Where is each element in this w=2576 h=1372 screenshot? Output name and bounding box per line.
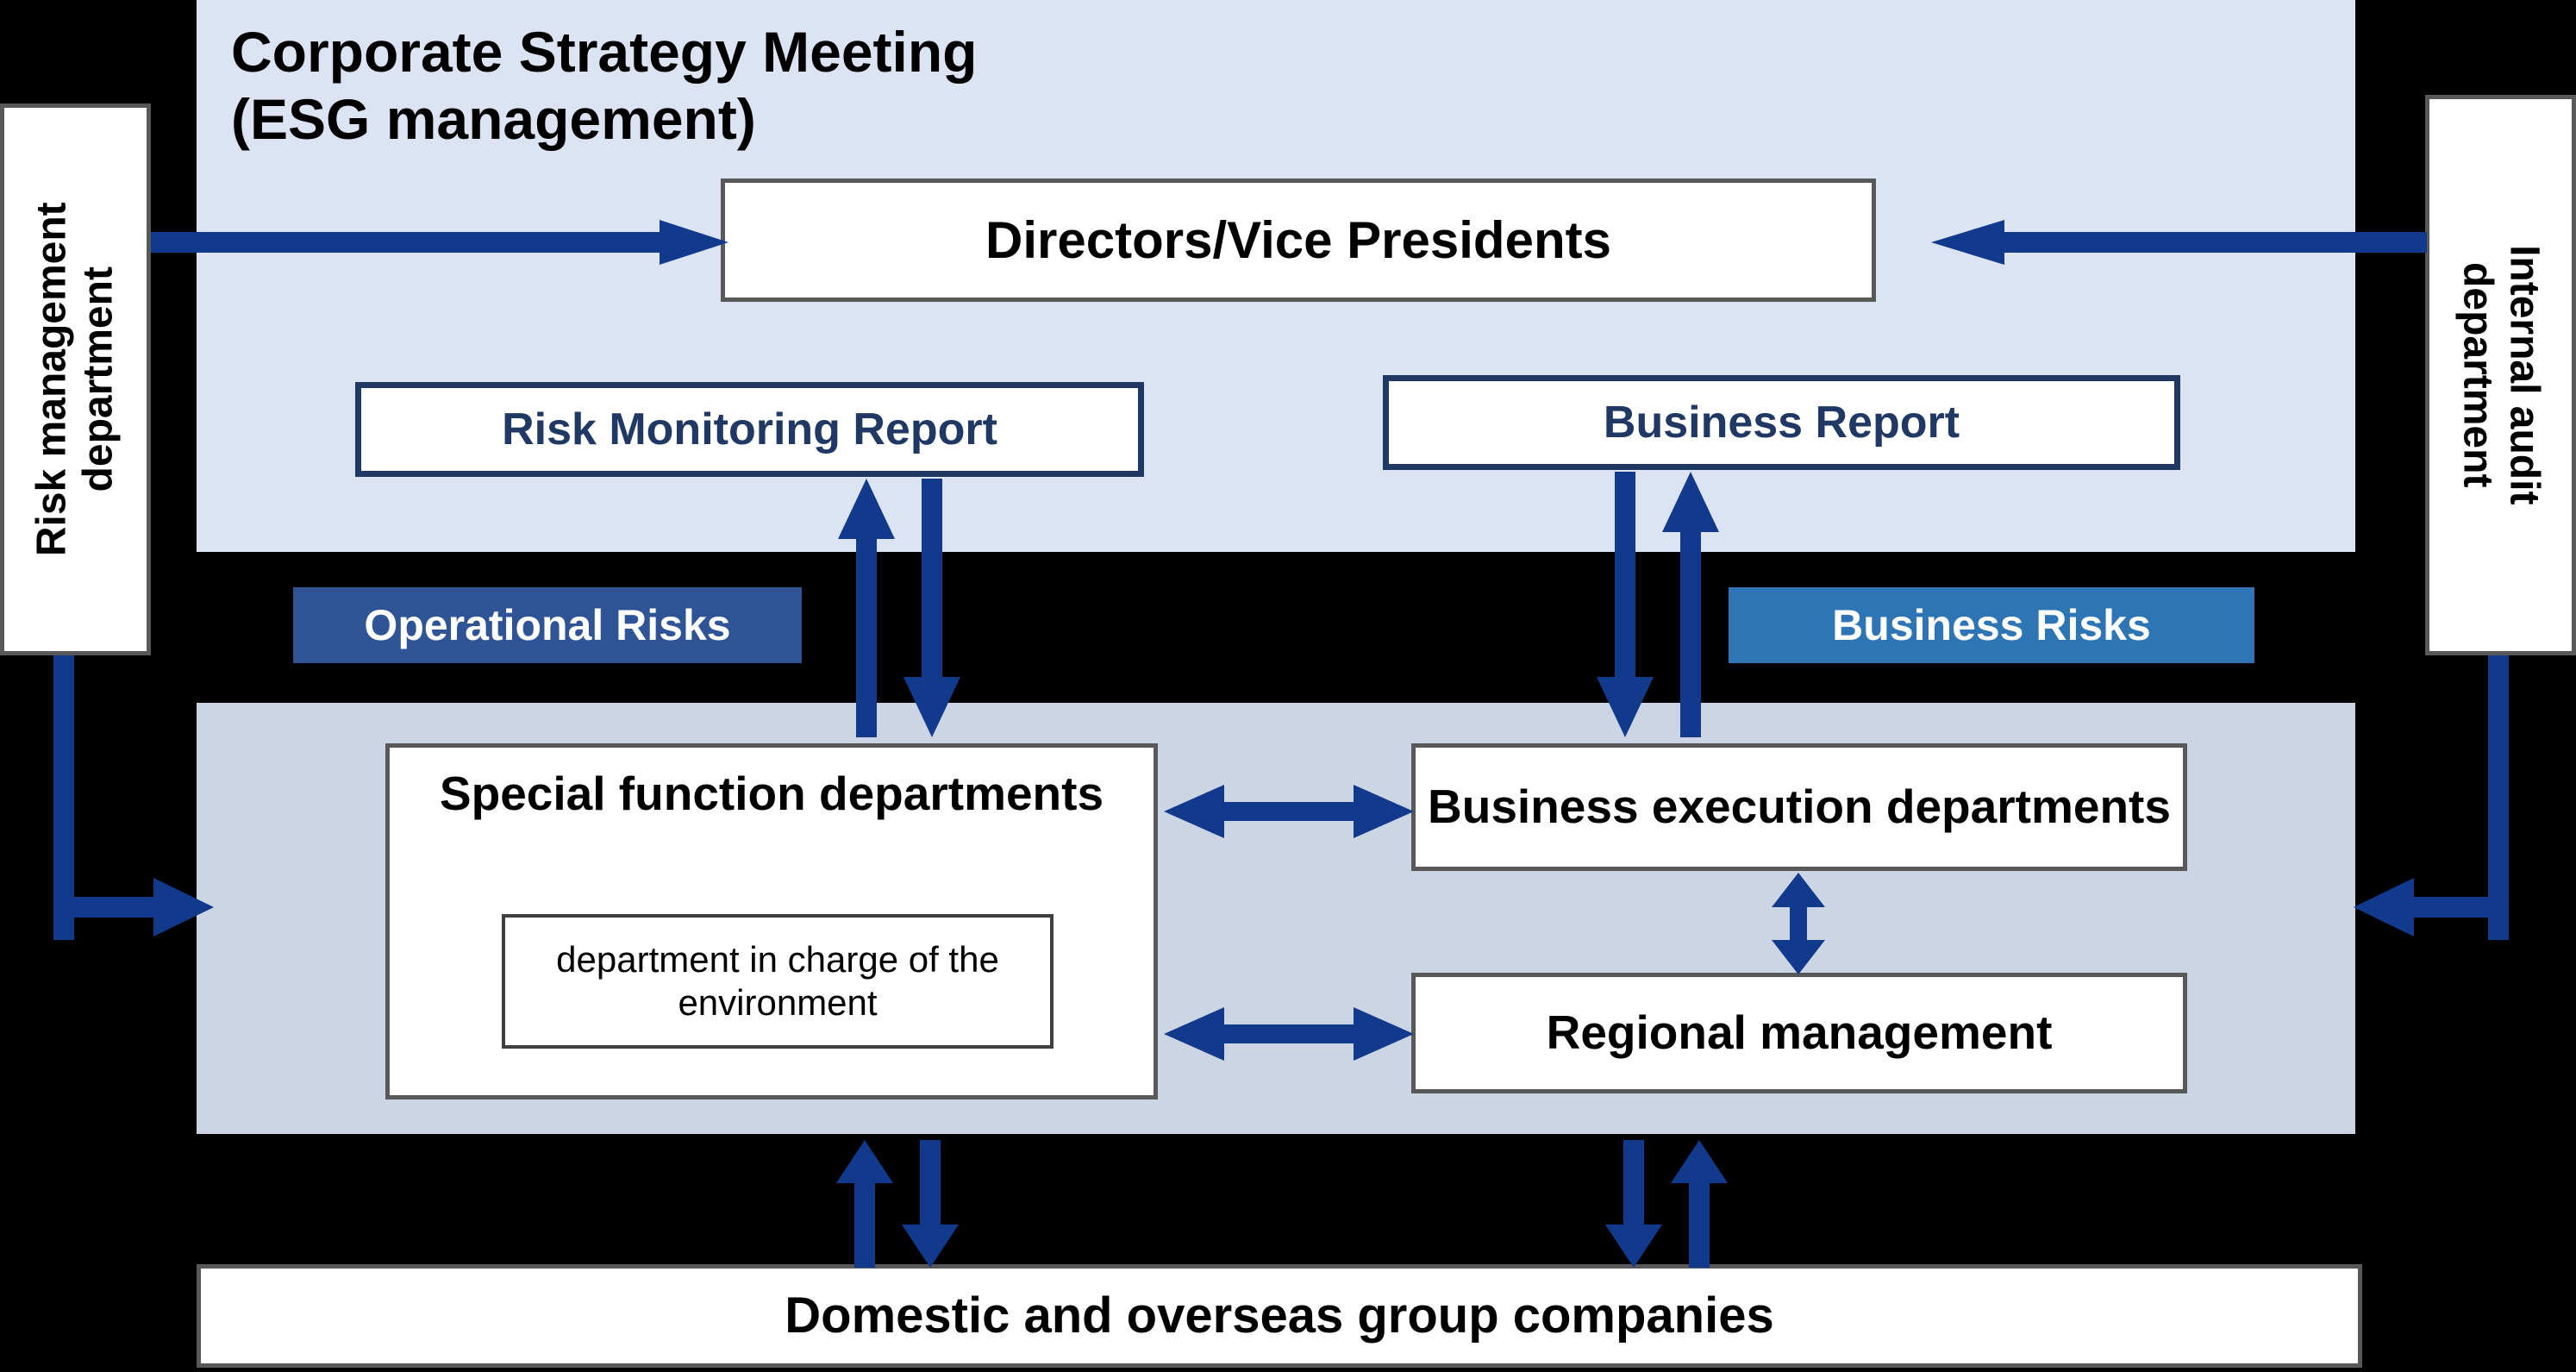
arrow-internal-audit-to-directors — [1931, 220, 2427, 265]
domestic-overseas-group-companies-box[interactable]: Domestic and overseas group companies — [197, 1264, 2362, 1368]
arrow-up-special-func-to-risk-report — [838, 479, 895, 737]
internal-audit-department-box[interactable]: Internal audit department — [2425, 95, 2576, 655]
arrow-down-departments-to-group-companies — [902, 1140, 959, 1268]
arrow-down-business-report-to-business-exec — [1597, 472, 1654, 737]
business-report-box[interactable]: Business Report — [1383, 375, 2180, 470]
environment-department-box[interactable]: department in charge of the environment — [502, 914, 1054, 1049]
business-execution-departments-box[interactable]: Business execution departments — [1411, 743, 2187, 871]
arrow-special-func-business-exec — [1164, 785, 1414, 838]
internal-audit-department-label: Internal audit department — [2454, 245, 2548, 505]
arrow-risk-mgmt-to-directors — [151, 220, 728, 265]
panel-title-line1: Corporate Strategy Meeting — [231, 20, 978, 84]
arrow-up-group-companies-to-business-exec — [1671, 1140, 1728, 1268]
panel-title-line2: (ESG management) — [231, 86, 756, 151]
arrow-special-func-regional-mgmt — [1164, 1007, 1414, 1061]
arrow-internal-audit-to-departments-panel — [2354, 655, 2509, 940]
business-risks-badge: Business Risks — [1729, 587, 2254, 663]
risk-management-department-box[interactable]: Risk management department — [0, 103, 151, 655]
arrow-up-business-exec-to-business-report — [1662, 472, 1719, 737]
special-function-departments-box[interactable]: Special function departments department … — [385, 743, 1158, 1099]
arrow-down-risk-report-to-special-func — [903, 479, 960, 737]
risk-management-department-label: Risk management department — [28, 202, 122, 557]
arrow-down-business-exec-to-group-companies — [1605, 1140, 1662, 1268]
panel-title: Corporate Strategy Meeting (ESG manageme… — [231, 19, 977, 153]
arrow-up-group-companies-to-departments — [836, 1140, 893, 1268]
arrow-risk-mgmt-to-departments-panel — [53, 655, 214, 940]
regional-management-box[interactable]: Regional management — [1411, 973, 2187, 1093]
special-function-departments-label: Special function departments — [439, 767, 1104, 820]
arrow-business-exec-regional-mgmt — [1772, 873, 1825, 974]
risk-monitoring-report-box[interactable]: Risk Monitoring Report — [355, 382, 1144, 477]
operational-risks-badge: Operational Risks — [293, 587, 802, 663]
directors-vice-presidents-box[interactable]: Directors/Vice Presidents — [721, 179, 1876, 302]
